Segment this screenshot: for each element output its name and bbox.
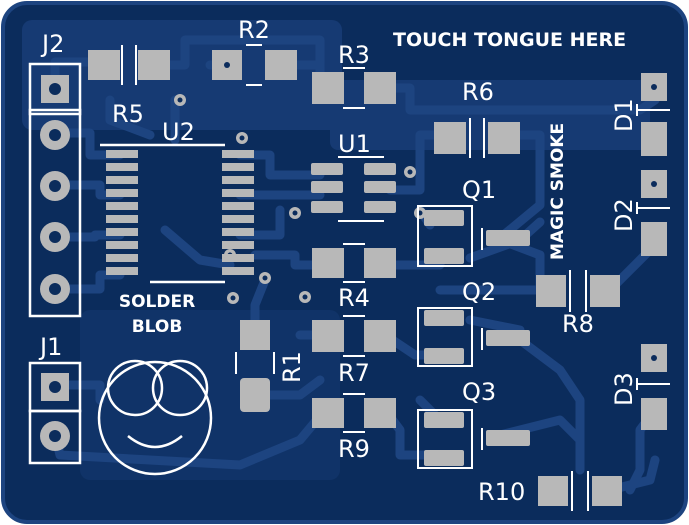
- designator-r2: R2: [238, 16, 270, 44]
- copper-traces: [50, 35, 660, 495]
- touch-tongue-label: TOUCH TONGUE HERE: [393, 29, 626, 51]
- transistor-q1: [417, 205, 530, 267]
- designator-r10: R10: [478, 478, 525, 506]
- designator-r3: R3: [338, 41, 370, 69]
- designator-q1: Q1: [462, 176, 496, 204]
- resistor-r4: [312, 243, 396, 283]
- designator-d1: D1: [610, 98, 638, 132]
- designator-r5: R5: [112, 100, 144, 128]
- resistor-r1: [235, 320, 275, 412]
- transistor-q2: [417, 307, 530, 367]
- resistor-r6: [434, 118, 520, 158]
- designator-q3: Q3: [462, 378, 496, 406]
- designator-r4: R4: [338, 284, 370, 312]
- designator-d3: D3: [610, 372, 638, 406]
- resistor-r7: [312, 315, 396, 357]
- resistor-r8: [536, 270, 620, 312]
- designator-d2: D2: [610, 198, 638, 232]
- designator-j1: J1: [38, 333, 62, 361]
- resistor-r3: [312, 67, 396, 109]
- blob-label: BLOB: [132, 317, 183, 337]
- ic-u1: [311, 156, 396, 222]
- designator-r7: R7: [338, 359, 370, 387]
- diode-d3: [636, 344, 670, 430]
- diode-d2: [636, 170, 670, 256]
- designator-r1: R1: [278, 351, 306, 383]
- resistor-r2: [212, 44, 297, 86]
- resistor-r9: [312, 393, 396, 433]
- designator-r6: R6: [462, 78, 494, 106]
- transistor-q3: [417, 409, 530, 469]
- smiley-face-icon: [97, 359, 213, 476]
- solder-label: SOLDER: [119, 292, 195, 312]
- diode-d1: [636, 73, 670, 156]
- designator-u1: U1: [338, 130, 371, 158]
- ic-u2: [100, 143, 254, 284]
- designator-j2: J2: [40, 30, 64, 58]
- connector-j2: [28, 62, 82, 318]
- designator-r9: R9: [338, 435, 370, 463]
- resistor-r10: [538, 471, 622, 511]
- magic-smoke-label: MAGIC SMOKE: [548, 123, 568, 260]
- designator-r8: R8: [562, 310, 594, 338]
- designator-u2: U2: [162, 118, 195, 146]
- designator-q2: Q2: [462, 278, 496, 306]
- resistor-r5: [88, 45, 170, 85]
- connector-j1: [28, 361, 82, 465]
